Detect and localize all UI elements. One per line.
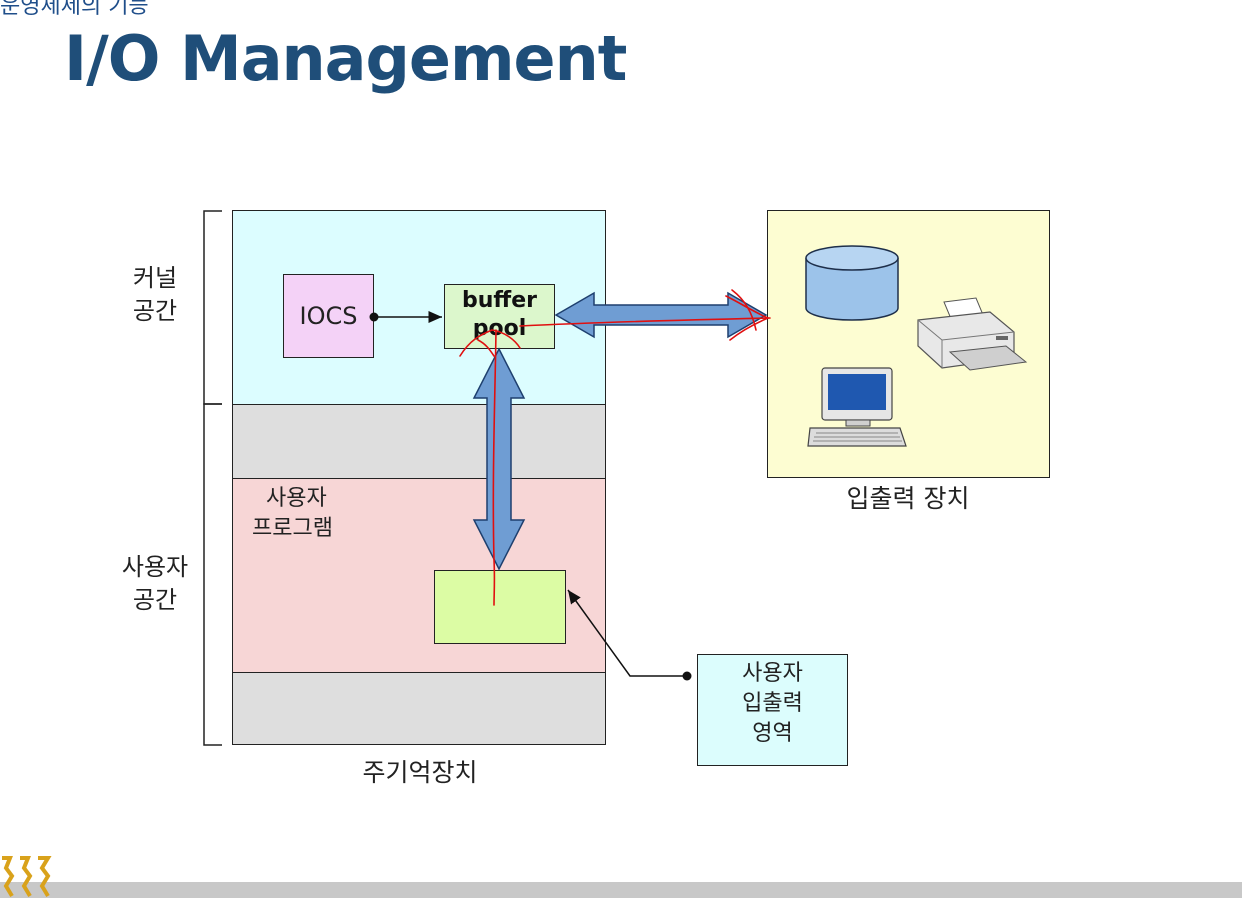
user-bracket: [203, 403, 222, 746]
user-space-label: 사용자 공간: [121, 553, 189, 614]
memory-bottom-region: [232, 672, 606, 745]
buffer-device-double-arrow: [554, 291, 768, 339]
main-memory-caption: 주기억장치: [362, 758, 478, 787]
iocs-connector-dot: [369, 312, 379, 322]
callout-connector-dot: [682, 671, 692, 681]
user-io-buffer-box: [434, 570, 566, 644]
memory-gap-region: [232, 404, 606, 478]
buffer-user-double-arrow: [472, 347, 526, 571]
page-title: I/O Management: [64, 22, 627, 95]
computer-icon: [807, 367, 907, 447]
iocs-label: IOCS: [299, 302, 358, 330]
breadcrumb: 운영체제의 기능: [0, 0, 149, 19]
user-program-label: 사용자 프로그램: [252, 486, 333, 541]
buffer-pool-box: buffer pool: [444, 284, 555, 349]
user-io-area-callout: 사용자 입출력 영역: [697, 654, 848, 766]
iocs-box: IOCS: [283, 274, 374, 358]
io-devices-caption: 입출력 장치: [846, 484, 970, 513]
footer-bar: [0, 882, 1242, 898]
disk-icon: [805, 245, 899, 321]
red-annotation-marks: [459, 289, 771, 606]
printer-icon: [917, 297, 1028, 371]
callout-connector-line: [567, 589, 683, 677]
kernel-space-label: 커널 공간: [132, 264, 178, 325]
university-logo-icon: [2, 856, 52, 898]
kernel-bracket: [203, 210, 222, 405]
